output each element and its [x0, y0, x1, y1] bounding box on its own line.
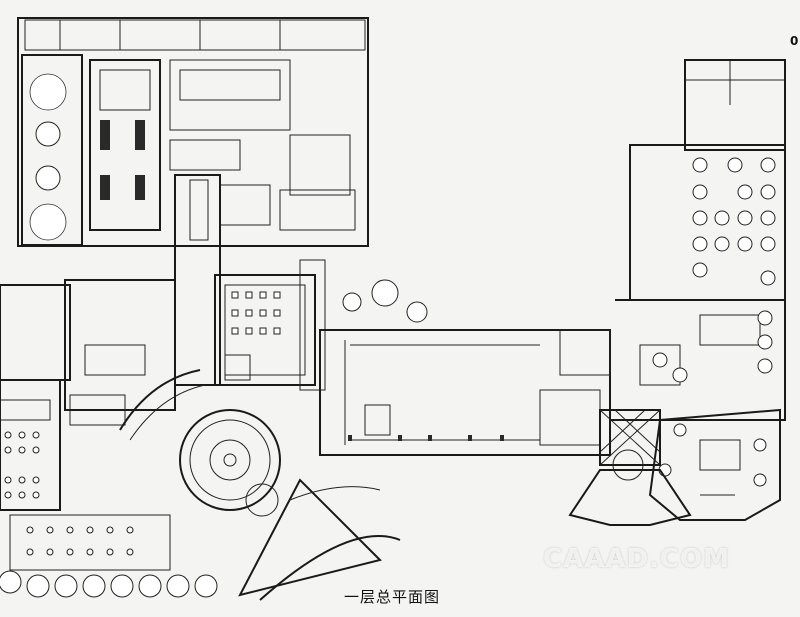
- central-corridor: [319, 329, 611, 456]
- north-wing-tables: [29, 73, 67, 241]
- landscape-trees-south: [0, 570, 218, 598]
- drawing-title: 一层总平面图: [344, 588, 441, 606]
- central-lobby: [174, 174, 326, 391]
- east-wing: [610, 59, 786, 421]
- southeast-pavilion: [648, 408, 781, 521]
- west-restaurant-seating: [4, 431, 171, 571]
- entrance-rotunda: [179, 409, 401, 601]
- south-portico: [568, 409, 692, 526]
- landscape-trees-entrance: [342, 279, 428, 323]
- sheet-number-mark: 0: [790, 34, 799, 48]
- lobby-tables: [231, 291, 281, 335]
- east-banquet-tables: [652, 157, 776, 383]
- north-wing: [17, 17, 369, 247]
- west-wing: [0, 279, 206, 511]
- watermark-text: CAAAD.COM: [543, 544, 730, 574]
